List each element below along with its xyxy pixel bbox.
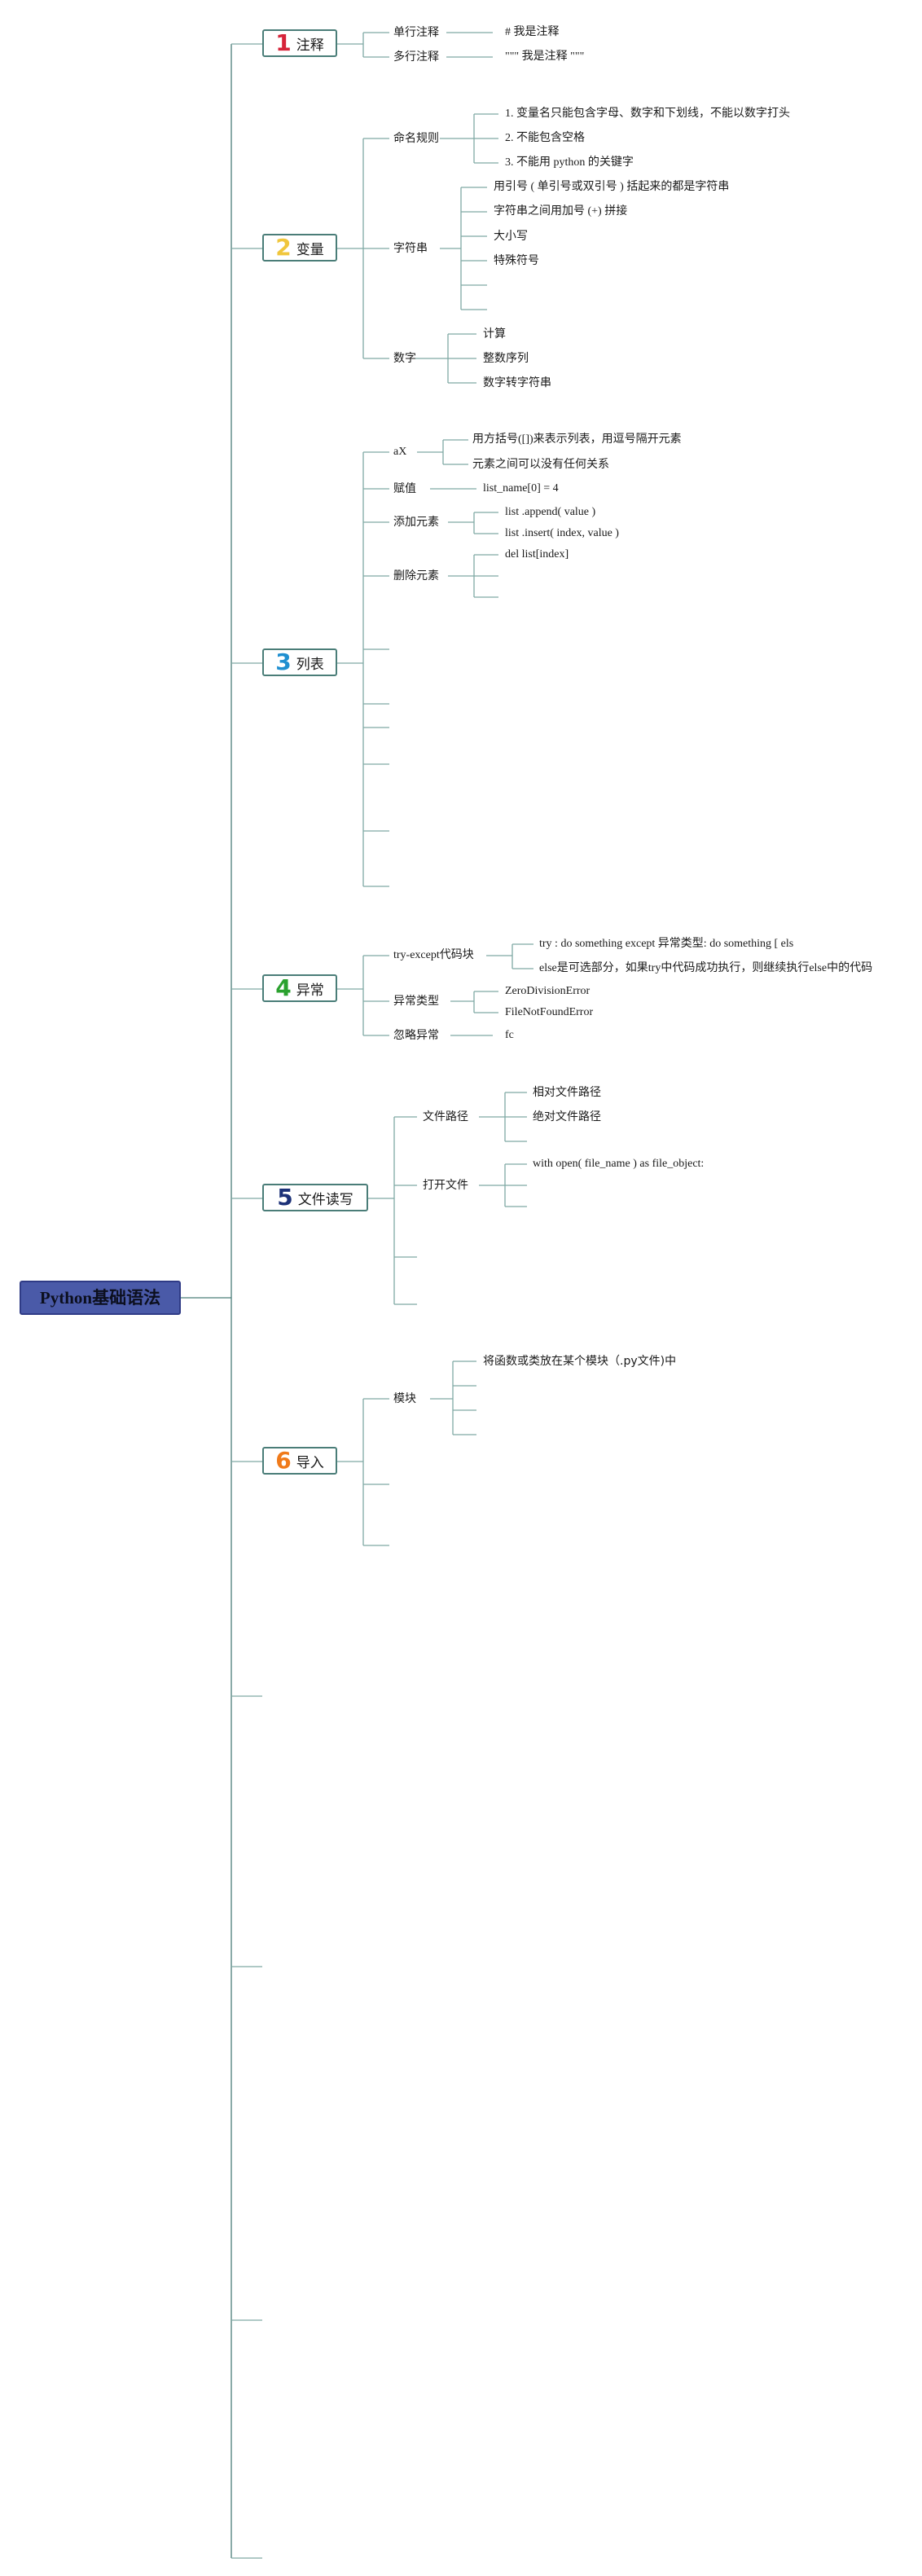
node-exception-types[interactable]: 异常类型 [393,995,439,1008]
leaf-text[interactable]: 2. 不能包含空格 [505,132,585,144]
leaf-text[interactable]: 用引号 ( 单引号或双引号 ) 括起来的都是字符串 [494,181,730,193]
leaf-text[interactable]: 大小写 [494,230,528,243]
node-naming-rules[interactable]: 命名规则 [393,132,439,145]
leaf-text[interactable]: 3. 不能用 python 的关键字 [505,156,634,169]
leaf-text[interactable]: """ 我是注释 """ [505,51,585,63]
leaf-text[interactable]: 1. 变量名只能包含字母、数字和下划线，不能以数字打头 [505,108,790,120]
section-number: 6 [275,1447,292,1474]
node-single-line-comment[interactable]: 单行注释 [393,26,439,39]
node-assignment[interactable]: 赋值 [393,482,416,495]
section-label: 导入 [296,1454,324,1471]
leaf-text[interactable]: 特殊符号 [494,254,539,267]
leaf-text[interactable]: 计算 [483,327,506,341]
section-node-exceptions[interactable]: 4 异常 [262,974,337,1002]
section-node-lists[interactable]: 3 列表 [262,648,337,676]
leaf-text[interactable]: else是可选部分，如果try中代码成功执行，则继续执行else中的代码 [539,962,873,974]
leaf-text[interactable]: try : do something except 异常类型: do somet… [539,938,794,950]
node-delete-element[interactable]: 删除元素 [393,569,439,582]
node-module[interactable]: 模块 [393,1392,416,1405]
leaf-text[interactable]: 绝对文件路径 [533,1110,601,1123]
node-file-path[interactable]: 文件路径 [423,1110,468,1123]
section-number: 5 [277,1184,293,1211]
leaf-text[interactable]: list .insert( index, value ) [505,527,619,539]
leaf-text[interactable]: 相对文件路径 [533,1086,601,1099]
leaf-text[interactable]: 字符串之间用加号 (+) 拼接 [494,205,628,218]
leaf-text[interactable]: with open( file_name ) as file_object: [533,1158,705,1170]
leaf-text[interactable]: 整数序列 [483,352,529,365]
section-label: 文件读写 [297,1191,353,1208]
section-number: 2 [275,234,292,261]
section-number: 3 [275,648,292,675]
node-add-element[interactable]: 添加元素 [393,516,439,529]
section-node-comments[interactable]: 1 注释 [262,29,337,57]
node-numbers[interactable]: 数字 [393,352,416,365]
section-label: 变量 [296,241,324,258]
leaf-text[interactable]: del list[index] [505,548,569,560]
section-label: 注释 [296,37,324,54]
leaf-text[interactable]: FileNotFoundError [505,1006,594,1018]
section-label: 异常 [296,982,324,999]
node-multi-line-comment[interactable]: 多行注释 [393,51,439,64]
leaf-text[interactable]: 用方括号([])来表示列表，用逗号隔开元素 [472,433,682,446]
leaf-text[interactable]: 数字转字符串 [483,376,551,389]
node-open-file[interactable]: 打开文件 [423,1179,468,1192]
leaf-text[interactable]: 元素之间可以没有任何关系 [472,458,609,471]
section-number: 1 [275,29,292,56]
leaf-text[interactable]: list .append( value ) [505,506,596,518]
leaf-text[interactable]: 将函数或类放在某个模块（.py文件)中 [483,1355,677,1368]
section-node-variables[interactable]: 2 变量 [262,234,337,262]
leaf-text[interactable]: ZeroDivisionError [505,985,591,997]
section-label: 列表 [296,656,324,673]
node-ignore-exceptions[interactable]: 忽略异常 [393,1029,439,1042]
root-node[interactable]: Python基础语法 [20,1281,181,1315]
leaf-text[interactable]: list_name[0] = 4 [483,482,559,495]
leaf-text[interactable]: # 我是注释 [505,26,560,38]
node-list-define[interactable]: aX [393,446,407,458]
leaf-text[interactable]: fc [505,1029,514,1041]
section-number: 4 [275,974,292,1001]
node-try-except[interactable]: try-except代码块 [393,949,474,961]
node-strings[interactable]: 字符串 [393,242,428,255]
section-node-imports[interactable]: 6 导入 [262,1447,337,1475]
section-node-file-io[interactable]: 5 文件读写 [262,1184,368,1211]
